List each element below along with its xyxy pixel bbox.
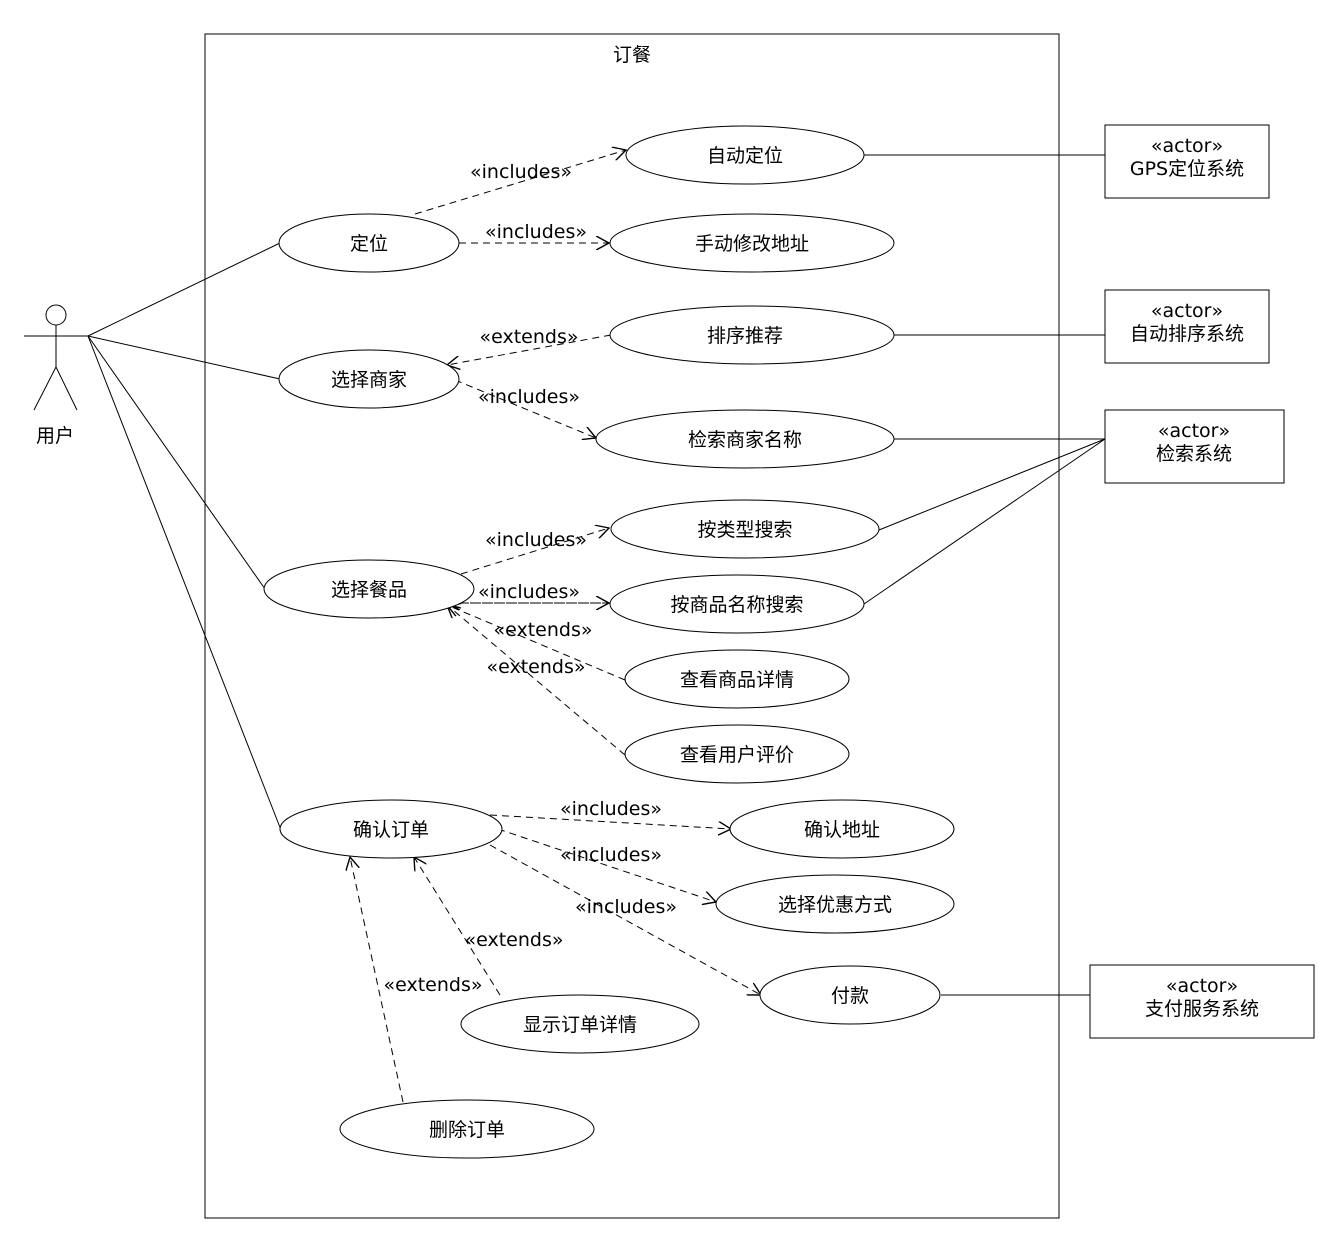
usecase-locate[interactable]: 定位 bbox=[278, 213, 460, 273]
external-associations bbox=[863, 154, 1106, 996]
label-includes-discount: «includes» bbox=[560, 844, 662, 866]
assoc-user-confirm-order bbox=[87, 335, 282, 831]
usecase-sort-recommend[interactable]: 排序推荐 bbox=[609, 305, 895, 365]
label-extends-user-reviews: «extends» bbox=[487, 656, 586, 678]
dep-choose-merchant-search bbox=[454, 379, 596, 438]
dep-order-discount bbox=[497, 828, 716, 902]
usecase-search-merchant-name[interactable]: 检索商家名称 bbox=[595, 409, 895, 469]
usecase-confirm-order[interactable]: 确认订单 bbox=[279, 799, 503, 859]
actor-search-stereotype: «actor» bbox=[1158, 420, 1230, 442]
usecase-manual-address[interactable]: 手动修改地址 bbox=[609, 213, 895, 273]
actor-auto-sort-stereotype: «actor» bbox=[1151, 300, 1223, 322]
assoc-type-search bbox=[878, 438, 1106, 531]
usecase-search-by-product-name[interactable]: 按商品名称搜索 bbox=[609, 574, 865, 634]
relation-labels: «includes» «includes» «extends» «include… bbox=[384, 161, 678, 996]
usecase-choose-merchant-label: 选择商家 bbox=[331, 369, 407, 391]
label-includes-address: «includes» bbox=[560, 798, 662, 820]
actor-payment-stereotype: «actor» bbox=[1166, 975, 1238, 997]
usecase-choose-meal-label: 选择餐品 bbox=[331, 579, 407, 601]
usecase-delete-order[interactable]: 删除订单 bbox=[339, 1099, 595, 1159]
actor-gps-label: GPS定位系统 bbox=[1130, 158, 1244, 180]
dep-product-detail-meal bbox=[447, 605, 626, 681]
assoc-product-name-search bbox=[863, 438, 1106, 605]
system-title: 订餐 bbox=[613, 44, 651, 66]
usecase-confirm-address[interactable]: 确认地址 bbox=[729, 799, 955, 859]
dep-delete-order bbox=[350, 857, 404, 1103]
actor-payment-system[interactable]: «actor» 支付服务系统 bbox=[1089, 964, 1315, 1039]
actor-auto-sort-label: 自动排序系统 bbox=[1130, 323, 1244, 345]
use-cases: 自动定位 定位 手动修改地址 排序推荐 选择商家 检索商家名称 按类型搜索 选 bbox=[263, 125, 955, 1159]
usecase-choose-discount-label: 选择优惠方式 bbox=[778, 894, 892, 916]
usecase-search-merchant-name-label: 检索商家名称 bbox=[688, 429, 802, 451]
label-extends-delete: «extends» bbox=[384, 974, 483, 996]
usecase-choose-meal[interactable]: 选择餐品 bbox=[263, 559, 475, 619]
actor-user-label: 用户 bbox=[36, 425, 74, 447]
usecase-search-by-type-label: 按类型搜索 bbox=[697, 519, 792, 541]
usecase-auto-locate-label: 自动定位 bbox=[707, 145, 783, 167]
dep-meal-by-type bbox=[460, 528, 609, 575]
assoc-user-choose-meal bbox=[87, 335, 266, 590]
usecase-view-user-reviews-label: 查看用户评价 bbox=[680, 744, 794, 766]
actor-search-label: 检索系统 bbox=[1156, 443, 1232, 465]
actor-payment-label: 支付服务系统 bbox=[1145, 998, 1259, 1020]
usecase-search-by-type[interactable]: 按类型搜索 bbox=[610, 499, 880, 559]
usecase-view-user-reviews[interactable]: 查看用户评价 bbox=[624, 724, 850, 784]
label-includes-by-type: «includes» bbox=[485, 529, 587, 551]
actor-gps-system[interactable]: «actor» GPS定位系统 bbox=[1104, 124, 1270, 199]
usecase-pay[interactable]: 付款 bbox=[759, 965, 941, 1025]
usecase-sort-recommend-label: 排序推荐 bbox=[707, 325, 783, 347]
label-extends-sort: «extends» bbox=[480, 326, 579, 348]
system-boundary: 订餐 bbox=[204, 33, 1060, 1219]
usecase-locate-label: 定位 bbox=[350, 233, 388, 255]
actor-user[interactable] bbox=[24, 304, 88, 411]
usecase-choose-discount[interactable]: 选择优惠方式 bbox=[715, 874, 955, 934]
actor-search-system[interactable]: «actor» 检索系统 bbox=[1104, 409, 1285, 484]
usecase-manual-address-label: 手动修改地址 bbox=[695, 233, 809, 255]
assoc-user-choose-merchant bbox=[87, 335, 281, 380]
assoc-user-locate bbox=[87, 242, 281, 337]
label-includes-auto-locate: «includes» bbox=[470, 161, 572, 183]
usecase-delete-order-label: 删除订单 bbox=[429, 1119, 505, 1141]
label-includes-manual: «includes» bbox=[485, 221, 587, 243]
usecase-view-product-detail-label: 查看商品详情 bbox=[680, 669, 794, 691]
label-includes-search-merchant: «includes» bbox=[478, 386, 580, 408]
dep-show-detail-order bbox=[414, 857, 501, 996]
dep-order-address bbox=[489, 814, 731, 829]
label-extends-product-detail: «extends» bbox=[494, 619, 593, 641]
usecase-show-order-detail-label: 显示订单详情 bbox=[523, 1014, 637, 1036]
usecase-show-order-detail[interactable]: 显示订单详情 bbox=[460, 994, 700, 1054]
label-includes-pay: «includes» bbox=[575, 896, 677, 918]
dep-sort-choose-merchant bbox=[447, 334, 612, 365]
dep-order-pay bbox=[489, 844, 761, 995]
dependencies bbox=[350, 150, 761, 1103]
external-actors: «actor» GPS定位系统 «actor» 自动排序系统 «actor» 检… bbox=[1089, 124, 1315, 1039]
dep-locate-auto-locate bbox=[414, 150, 626, 215]
actor-left-leg bbox=[33, 366, 57, 411]
dep-user-reviews-meal bbox=[447, 605, 626, 756]
label-extends-show-detail: «extends» bbox=[465, 929, 564, 951]
usecase-search-by-product-name-label: 按商品名称搜索 bbox=[670, 594, 803, 616]
actor-gps-stereotype: «actor» bbox=[1151, 135, 1223, 157]
actor-auto-sort-system[interactable]: «actor» 自动排序系统 bbox=[1104, 289, 1270, 364]
label-includes-by-name: «includes» bbox=[478, 581, 580, 603]
usecase-confirm-order-label: 确认订单 bbox=[353, 819, 429, 841]
actor-head bbox=[45, 304, 67, 326]
usecase-auto-locate[interactable]: 自动定位 bbox=[625, 125, 865, 185]
actor-right-leg bbox=[55, 366, 78, 411]
usecase-view-product-detail[interactable]: 查看商品详情 bbox=[624, 649, 850, 709]
usecase-choose-merchant[interactable]: 选择商家 bbox=[278, 349, 460, 409]
usecase-confirm-address-label: 确认地址 bbox=[804, 819, 880, 841]
user-associations bbox=[87, 242, 282, 831]
usecase-pay-label: 付款 bbox=[831, 985, 869, 1007]
